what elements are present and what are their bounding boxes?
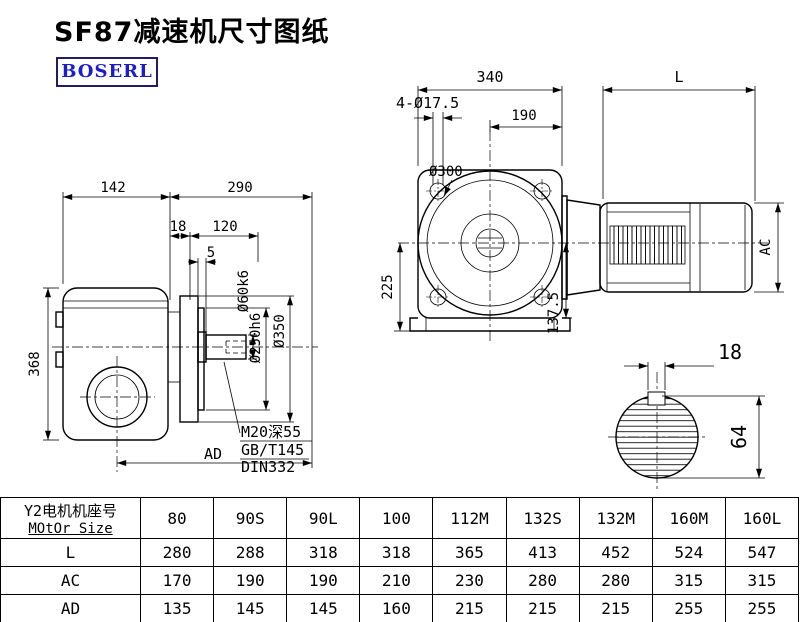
right-view-dimensions: 340 L 4-Ø17.5 190 Ø300 225 137.5 bbox=[380, 68, 784, 334]
size-col-header: 132M bbox=[578, 497, 653, 539]
value-cell: 135 bbox=[139, 594, 215, 622]
dim-flange-diameter: Ø350 bbox=[272, 314, 288, 348]
dim-142: 142 bbox=[100, 180, 125, 196]
table-row-L: L 280 288 318 318 365 413 452 524 547 bbox=[0, 538, 800, 567]
note-tapped-hole: M20深55 bbox=[241, 423, 301, 441]
note-din-standard: DIN332 bbox=[241, 458, 295, 476]
value-cell: 280 bbox=[505, 566, 580, 595]
dim-bolt-holes: 4-Ø17.5 bbox=[396, 94, 459, 112]
technical-drawing: 142 290 18 120 5 368 Ø60k6 Ø250h6 Ø350 A… bbox=[27, 68, 784, 490]
value-cell: 145 bbox=[286, 594, 361, 622]
value-cell: 365 bbox=[432, 538, 507, 567]
dim-ad: AD bbox=[204, 445, 222, 463]
dim-5: 5 bbox=[207, 245, 215, 261]
value-cell: 230 bbox=[432, 566, 507, 595]
value-cell: 160 bbox=[359, 594, 434, 622]
page-title: SF87减速机尺寸图纸 bbox=[54, 17, 330, 48]
dim-137-5: 137.5 bbox=[546, 292, 562, 334]
value-cell: 215 bbox=[578, 594, 653, 622]
motor-size-header-cn: Y2电机机座号 bbox=[23, 501, 118, 520]
dim-shaft-64: 64 bbox=[727, 425, 751, 449]
size-col-header: 160L bbox=[724, 497, 800, 539]
size-col-header: 100 bbox=[359, 497, 434, 539]
value-cell: 255 bbox=[724, 594, 800, 622]
dim-340: 340 bbox=[476, 68, 503, 86]
dim-18: 18 bbox=[170, 219, 187, 235]
note-gb-standard: GB/T145 bbox=[241, 441, 304, 459]
size-col-header: 90S bbox=[213, 497, 288, 539]
value-cell: 215 bbox=[432, 594, 507, 622]
size-col-header: 160M bbox=[651, 497, 726, 539]
value-cell: 190 bbox=[286, 566, 361, 595]
table-row-AC: AC 170 190 190 210 230 280 280 315 315 bbox=[0, 566, 800, 595]
value-cell: 288 bbox=[213, 538, 288, 567]
value-cell: 145 bbox=[213, 594, 288, 622]
value-cell: 280 bbox=[578, 566, 653, 595]
row-label-AD: AD bbox=[0, 594, 141, 622]
dim-290: 290 bbox=[227, 180, 252, 196]
value-cell: 255 bbox=[651, 594, 726, 622]
dim-368: 368 bbox=[27, 351, 43, 376]
table-header-row: Y2电机机座号 MOtOr Size 80 90S 90L 100 112M 1… bbox=[0, 497, 800, 539]
value-cell: 547 bbox=[724, 538, 800, 567]
size-col-header: 90L bbox=[286, 497, 361, 539]
value-cell: 315 bbox=[651, 566, 726, 595]
motor-size-header-en: MOtOr Size bbox=[28, 520, 113, 537]
size-col-header: 132S bbox=[505, 497, 580, 539]
dim-spigot-diameter: Ø250h6 bbox=[248, 313, 264, 364]
dim-225: 225 bbox=[380, 274, 396, 299]
dim-key-width-18: 18 bbox=[718, 340, 742, 364]
value-cell: 280 bbox=[139, 538, 215, 567]
left-view-geometry bbox=[52, 287, 318, 472]
row-label-L: L bbox=[0, 538, 141, 567]
dim-190: 190 bbox=[511, 108, 536, 124]
boserl-logo: BOSERL bbox=[56, 57, 158, 87]
value-cell: 452 bbox=[578, 538, 653, 567]
value-cell: 315 bbox=[724, 566, 800, 595]
dim-shaft-diameter: Ø60k6 bbox=[236, 270, 252, 312]
shaft-section-detail: 18 64 bbox=[608, 340, 765, 490]
left-view-dimensions: 142 290 18 120 5 368 Ø60k6 Ø250h6 Ø350 A… bbox=[27, 180, 313, 476]
dim-bolt-circle: Ø300 bbox=[429, 164, 463, 180]
value-cell: 413 bbox=[505, 538, 580, 567]
motor-fins bbox=[609, 225, 686, 265]
size-col-header: 80 bbox=[139, 497, 215, 539]
dim-motor-length-L: L bbox=[674, 68, 683, 86]
value-cell: 170 bbox=[139, 566, 215, 595]
value-cell: 215 bbox=[505, 594, 580, 622]
value-cell: 190 bbox=[213, 566, 288, 595]
table-row-AD: AD 135 145 145 160 215 215 215 255 255 bbox=[0, 594, 800, 622]
value-cell: 524 bbox=[651, 538, 726, 567]
row-label-AC: AC bbox=[0, 566, 141, 595]
value-cell: 318 bbox=[359, 538, 434, 567]
dim-ac: AC bbox=[758, 239, 774, 256]
value-cell: 318 bbox=[286, 538, 361, 567]
motor-size-header: Y2电机机座号 MOtOr Size bbox=[0, 497, 141, 539]
keyway-notch bbox=[647, 391, 666, 406]
right-view-geometry bbox=[398, 130, 768, 344]
dim-120: 120 bbox=[212, 219, 237, 235]
motor-dimension-table: Y2电机机座号 MOtOr Size 80 90S 90L 100 112M 1… bbox=[0, 497, 800, 622]
value-cell: 210 bbox=[359, 566, 434, 595]
shaft-section-circle bbox=[615, 395, 699, 479]
size-col-header: 112M bbox=[432, 497, 507, 539]
